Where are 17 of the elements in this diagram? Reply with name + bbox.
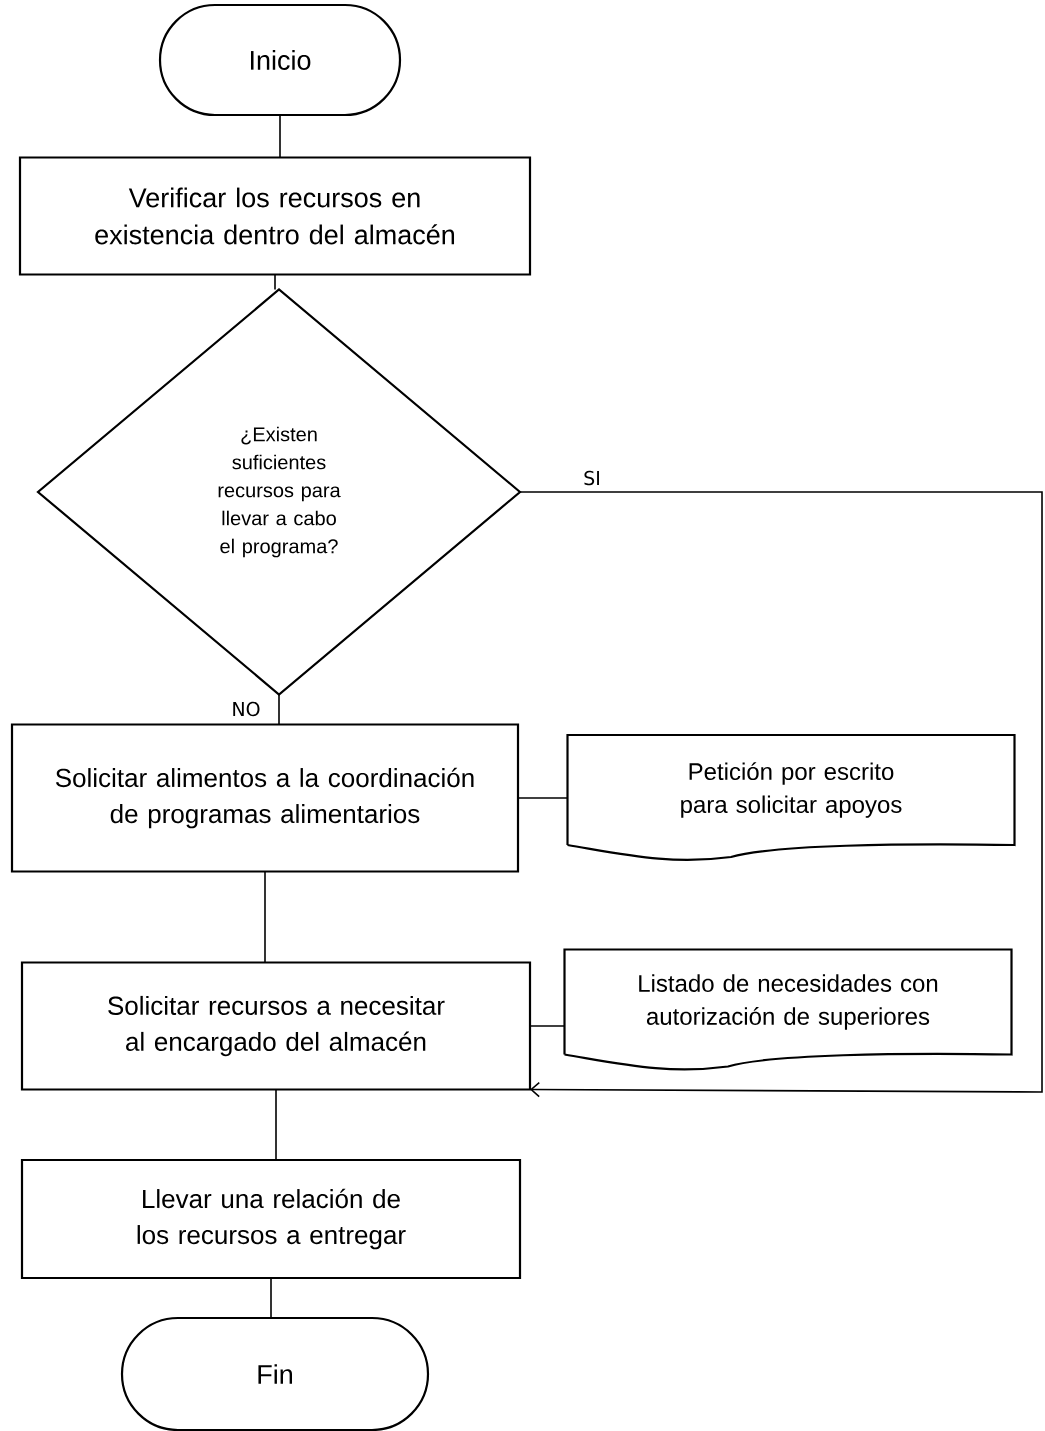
document-shape: Petición por escrito para solicitar apoyos <box>566 733 1016 861</box>
process-box: Verificar los recursos en existencia dentro del almacén <box>18 156 532 276</box>
connector-line <box>278 693 280 726</box>
process-box: Llevar una relación de los recursos a entregar <box>20 1158 522 1280</box>
edge-label: NO <box>230 700 262 718</box>
connector-line <box>519 491 1043 1098</box>
connector-line <box>274 273 276 291</box>
document-shape: Listado de necesidades con autorización de superiores <box>563 948 1013 1071</box>
edge-label: SI <box>582 469 602 487</box>
connector-line <box>517 797 569 799</box>
connector-line <box>270 1277 272 1319</box>
process-box: Solicitar recursos a necesitar al encargado del almacén <box>20 961 532 1091</box>
connector-line <box>275 1088 277 1161</box>
connector-line <box>264 870 266 964</box>
connector-line <box>529 1025 566 1027</box>
connector-line <box>279 114 281 159</box>
process-box: Solicitar alimentos a la coordinación de programas alimentarios <box>10 723 520 873</box>
